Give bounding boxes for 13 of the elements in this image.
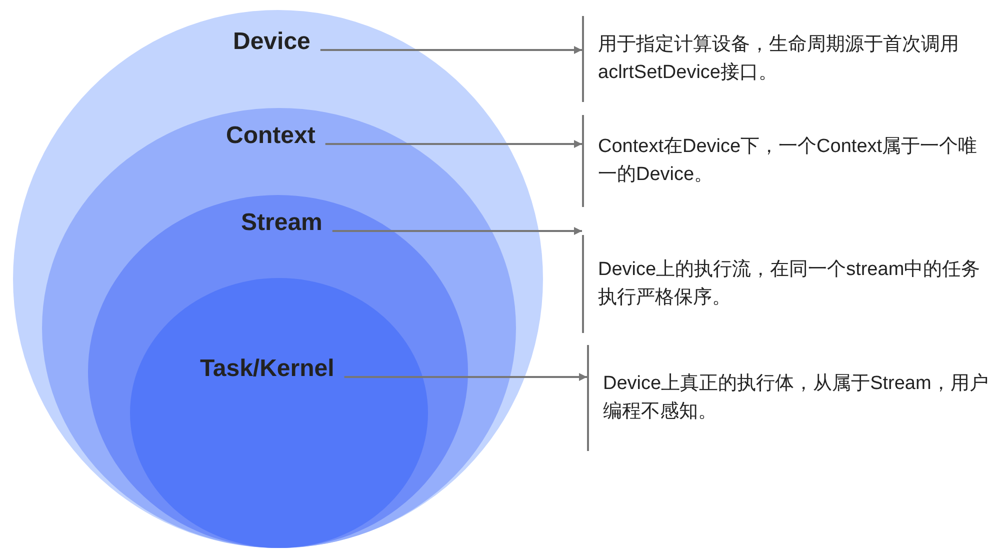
arrow xyxy=(332,227,582,235)
layer-label: Task/Kernel xyxy=(200,355,334,383)
layer-label: Stream xyxy=(241,209,322,237)
arrow xyxy=(344,373,587,381)
arrow xyxy=(320,46,582,54)
description-text: Device上真正的执行体，从属于Stream，用户编程不感知。 xyxy=(603,372,989,424)
description-text: Context在Device下，一个Context属于一个唯一的Device。 xyxy=(598,135,978,187)
description-text: 用于指定计算设备，生命周期源于首次调用aclrtSetDevice接口。 xyxy=(598,33,960,85)
arrow xyxy=(325,140,582,148)
description-bracket xyxy=(587,345,989,451)
layer-label: Context xyxy=(226,122,316,150)
layer-label: Device xyxy=(233,28,310,56)
description-text: Device上的执行流，在同一个stream中的任务执行严格保序。 xyxy=(598,258,982,310)
